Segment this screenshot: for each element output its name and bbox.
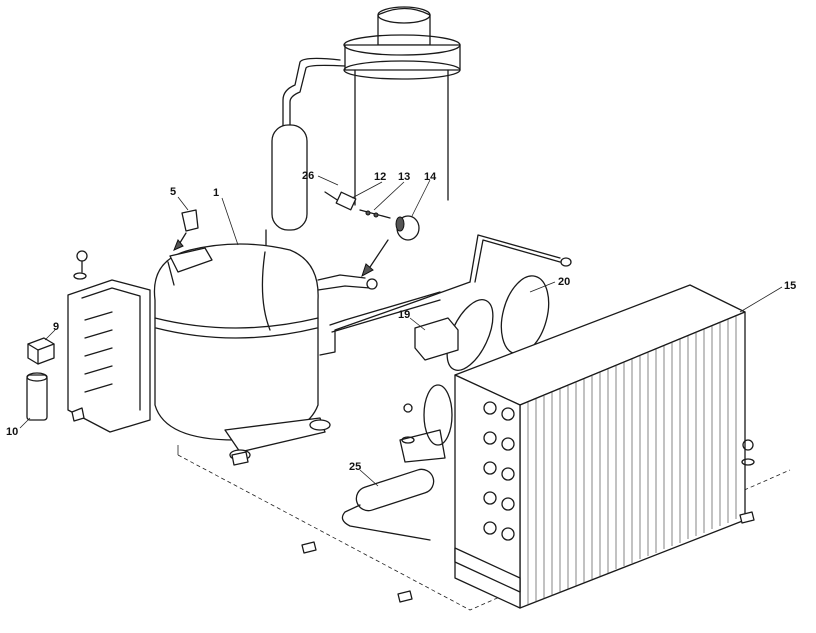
callout-5: 5 — [170, 186, 176, 198]
receiver-25 — [341, 468, 435, 541]
callout-25: 25 — [349, 461, 361, 473]
valve-assembly — [324, 191, 420, 278]
condenser-piping — [329, 234, 572, 333]
condenser-coils — [483, 401, 515, 541]
callout-10: 10 — [6, 426, 18, 438]
compressor-1 — [153, 243, 471, 461]
fan-assembly — [399, 275, 550, 463]
part-9-relay — [27, 337, 55, 365]
leader-lines — [19, 175, 783, 487]
terminal-cover — [67, 250, 151, 433]
condenser-fins — [527, 316, 737, 605]
drier-filter-26 — [265, 57, 346, 256]
callout-26: 26 — [302, 170, 314, 182]
part-10-capacitor — [26, 372, 48, 421]
callout-1: 1 — [213, 187, 219, 199]
part-5 — [173, 209, 199, 251]
storage-tank — [343, 6, 461, 206]
callout-12: 12 — [374, 171, 386, 183]
callout-14: 14 — [424, 171, 437, 183]
mounting-clips — [231, 451, 755, 603]
callout-9: 9 — [53, 321, 59, 333]
callout-19: 19 — [398, 309, 410, 321]
condenser-15 — [454, 284, 755, 609]
callout-20: 20 — [558, 276, 570, 288]
callout-13: 13 — [398, 171, 410, 183]
callout-15: 15 — [784, 280, 796, 292]
